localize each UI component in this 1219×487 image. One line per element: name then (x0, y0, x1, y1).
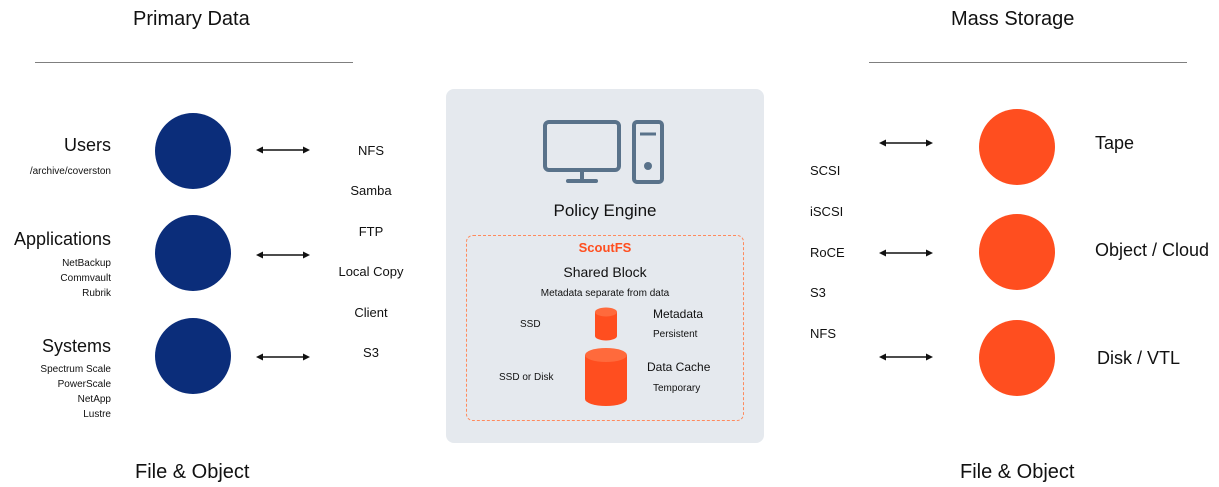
disk-vtl-node (979, 320, 1055, 396)
systems-item: Lustre (83, 409, 111, 420)
tape-node (979, 109, 1055, 185)
double-arrow-icon (256, 251, 310, 259)
double-arrow-icon (256, 146, 310, 154)
object-cloud-label: Object / Cloud (1095, 240, 1210, 260)
protocol-label: RoCE (810, 245, 845, 260)
metadata-label: Metadata (653, 307, 704, 321)
systems-item: NetApp (77, 394, 111, 405)
protocol-label: Local Copy (338, 264, 404, 279)
scoutfs-box: ScoutFS Shared Block Metadata separate f… (466, 235, 744, 421)
disk-vtl-label: Disk / VTL (1097, 348, 1181, 368)
file-object-right-heading: File & Object (960, 461, 1075, 483)
persistent-label: Persistent (653, 329, 698, 340)
ssd-label: SSD (520, 319, 541, 330)
users-title: Users (63, 135, 111, 155)
applications-item: Commvault (60, 273, 111, 284)
policy-engine-title: Policy Engine (553, 201, 657, 220)
temporary-label: Temporary (653, 383, 701, 394)
systems-node (155, 318, 231, 394)
users-item: /archive/coverston (29, 166, 111, 177)
data-cache-cylinder-icon (585, 348, 627, 406)
protocol-label: Client (354, 305, 388, 320)
protocol-label: FTP (358, 224, 384, 239)
applications-item: Rubrik (82, 288, 111, 299)
protocol-label: SCSI (810, 163, 841, 178)
scoutfs-title: ScoutFS (578, 240, 632, 255)
systems-item: Spectrum Scale (40, 364, 111, 375)
double-arrow-icon (256, 353, 310, 361)
protocol-label: S3 (810, 285, 826, 300)
systems-item: PowerScale (57, 379, 111, 390)
applications-node (155, 215, 231, 291)
applications-item: NetBackup (62, 258, 111, 269)
users-node (155, 113, 231, 189)
desktop-computer-icon (543, 120, 664, 184)
file-object-left-heading: File & Object (135, 461, 250, 483)
systems-title: Systems (41, 336, 111, 356)
mass-storage-heading: Mass Storage (951, 8, 1075, 30)
primary-data-rule (35, 62, 353, 63)
object-cloud-node (979, 214, 1055, 290)
tape-label: Tape (1095, 133, 1135, 153)
double-arrow-icon (879, 139, 933, 147)
shared-block-label: Shared Block (563, 264, 647, 280)
protocol-label: S3 (363, 345, 379, 360)
protocol-label: NFS (358, 143, 384, 158)
metadata-cylinder-icon (595, 307, 617, 341)
metadata-separate-label: Metadata separate from data (540, 288, 670, 299)
applications-title: Applications (13, 229, 111, 249)
mass-storage-rule (869, 62, 1187, 63)
double-arrow-icon (879, 353, 933, 361)
primary-data-heading: Primary Data (133, 8, 250, 30)
protocol-label: NFS (810, 326, 836, 341)
protocol-label: iSCSI (810, 204, 844, 219)
data-cache-label: Data Cache (647, 360, 711, 374)
protocol-label: Samba (350, 183, 392, 198)
policy-engine-panel: Policy Engine ScoutFS Shared Block Metad… (446, 89, 764, 443)
ssd-or-disk-label: SSD or Disk (499, 372, 554, 383)
double-arrow-icon (879, 249, 933, 257)
